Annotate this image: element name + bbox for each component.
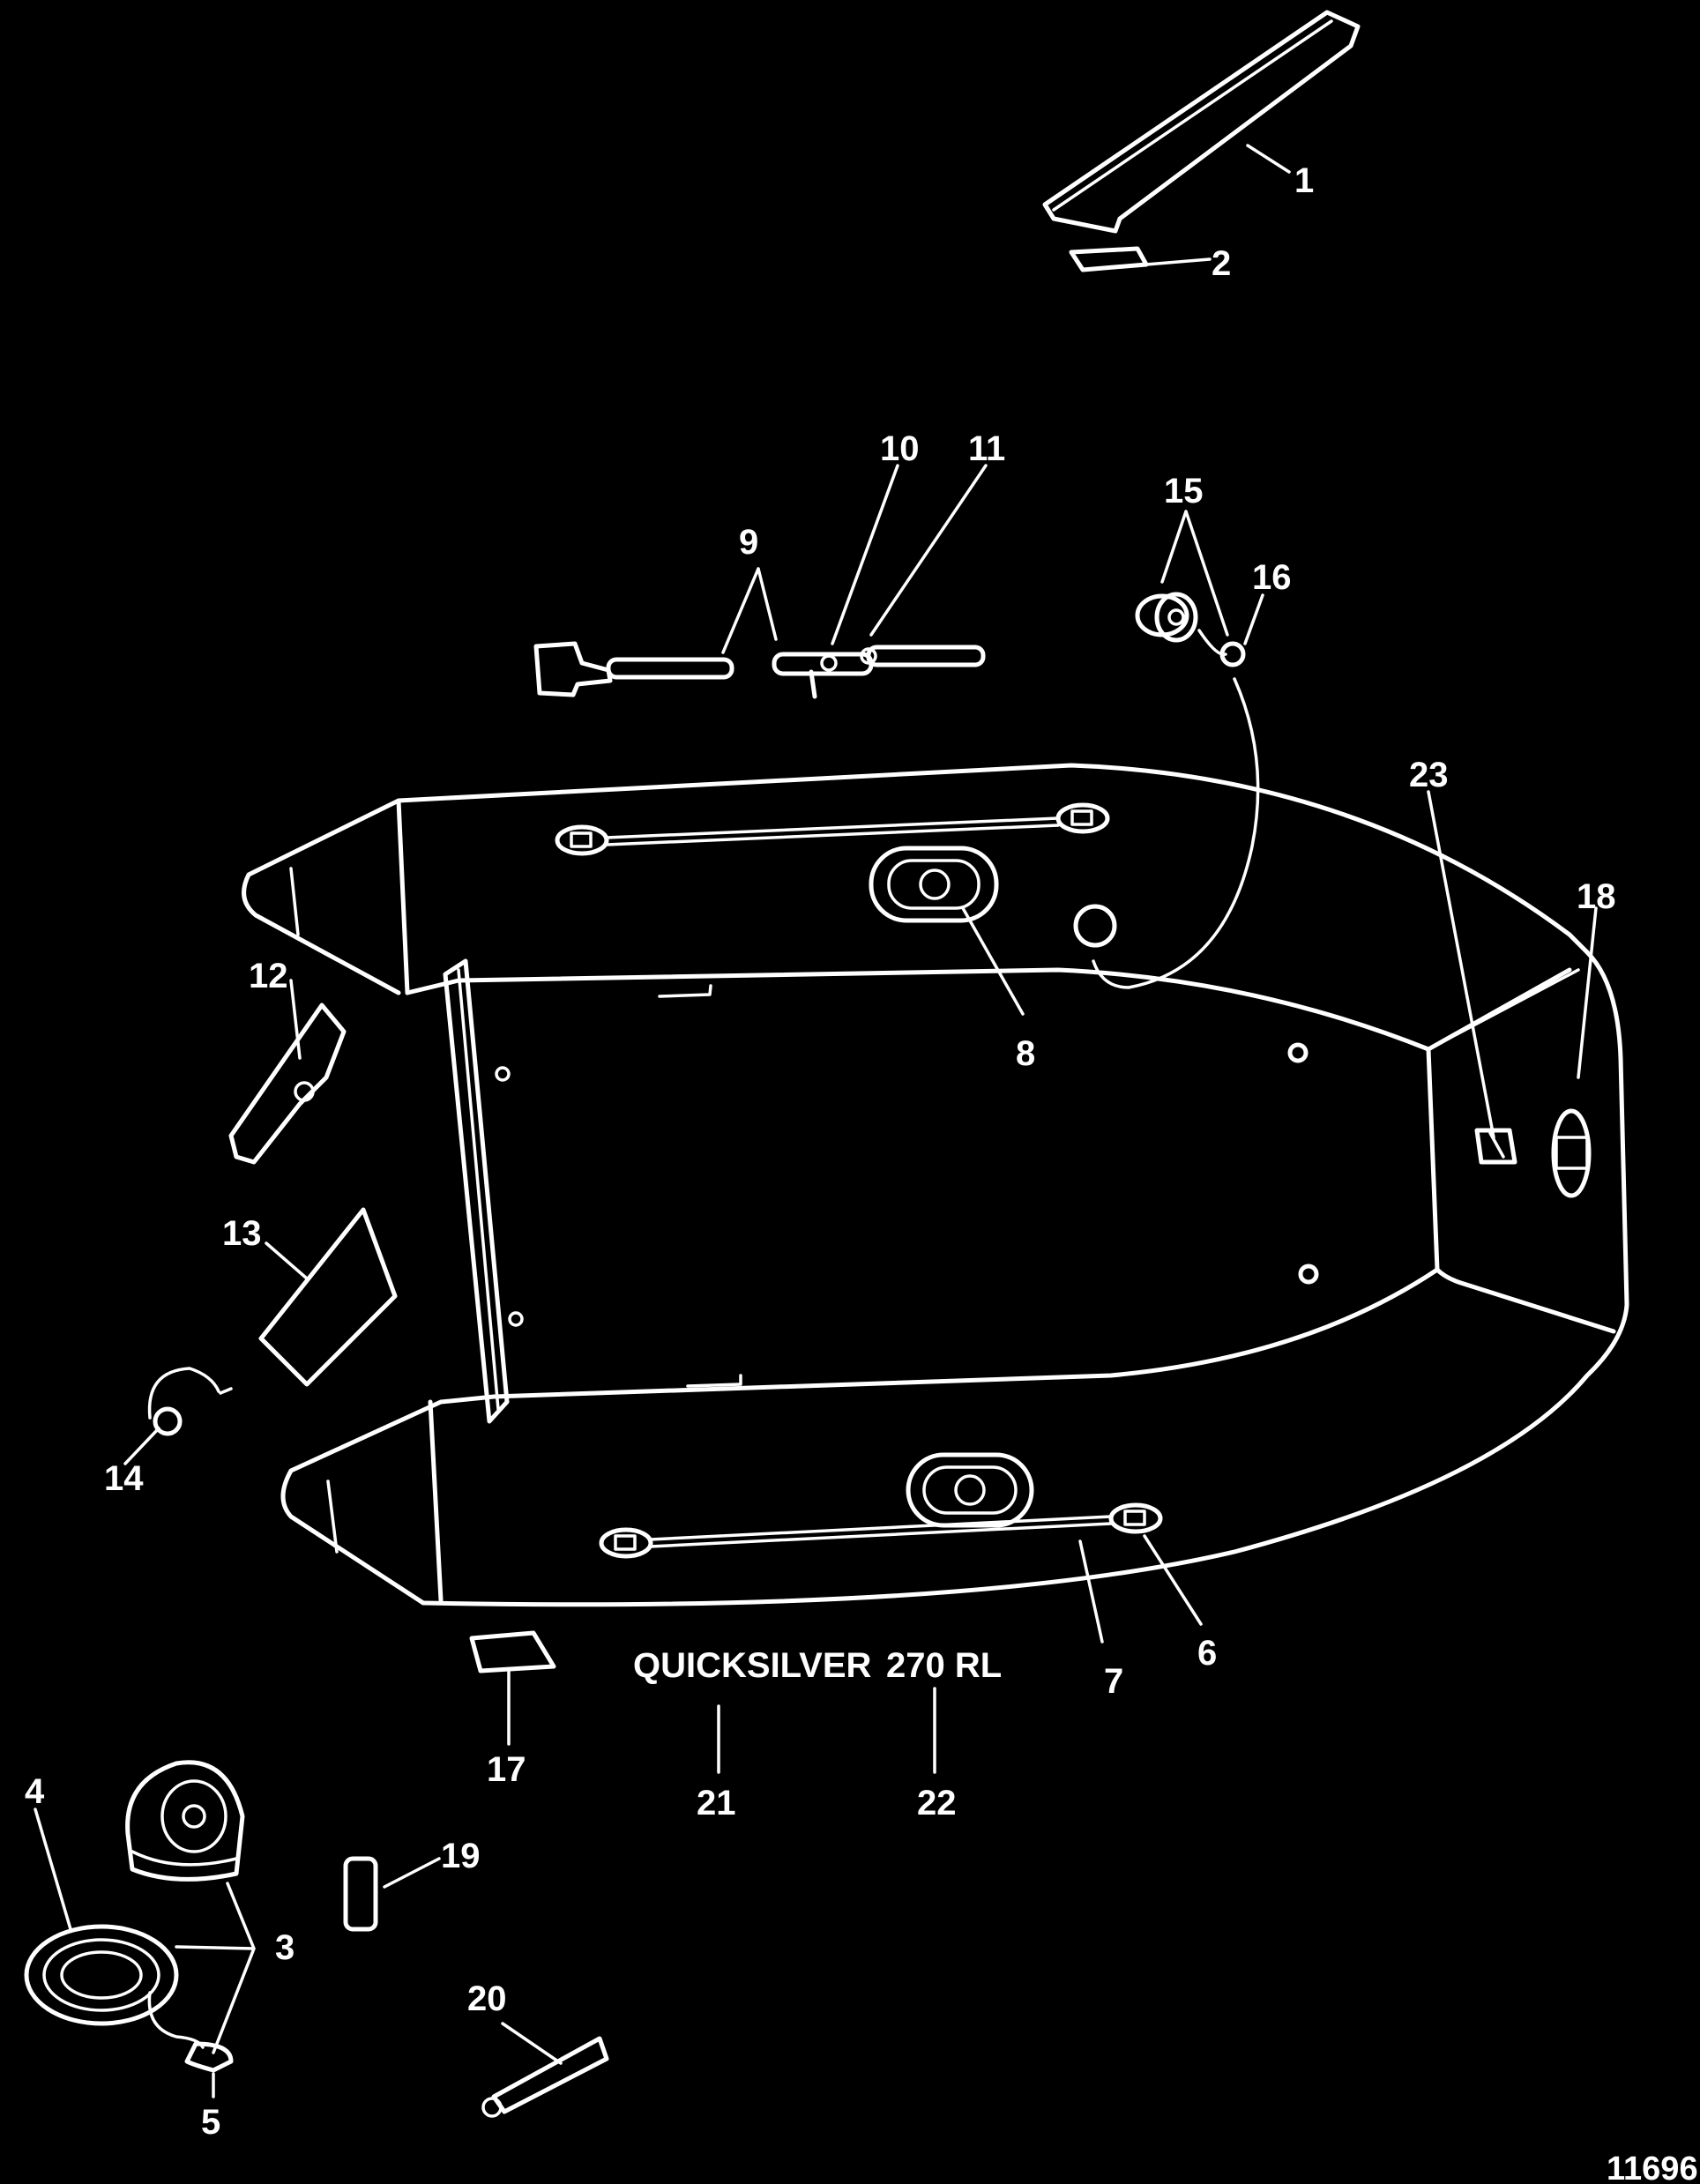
- oar-oarlock-pin: [809, 669, 817, 699]
- callout-13: 13: [222, 1214, 262, 1253]
- callout-23: 23: [1409, 756, 1449, 794]
- foot-pump: [125, 1760, 245, 1882]
- pump-hose: [24, 1924, 205, 2049]
- oar-shaft-left: [606, 657, 734, 680]
- callout-3: 3: [275, 1928, 295, 1967]
- hose-adapter: [184, 2041, 234, 2073]
- callout-6: 6: [1197, 1634, 1217, 1673]
- oar-shaft-right: [866, 645, 986, 667]
- seat-clip: [1069, 246, 1149, 272]
- repair-patch: [258, 1207, 398, 1387]
- callout-8: 8: [1016, 1034, 1035, 1073]
- callout-1: 1: [1294, 161, 1314, 200]
- callout-19: 19: [441, 1837, 481, 1875]
- callout-7: 7: [1104, 1662, 1123, 1701]
- inflation-valve: [1073, 592, 1260, 989]
- brand-decal-text: QUICKSILVER: [633, 1646, 872, 1685]
- callout-17: 17: [487, 1750, 526, 1789]
- bag: [228, 1003, 347, 1165]
- callout-21: 21: [697, 1784, 736, 1822]
- callout-16: 16: [1252, 558, 1292, 597]
- figure-number: 11696: [1607, 2150, 1698, 2184]
- callout-10: 10: [880, 429, 920, 468]
- oar-assembly: [533, 641, 986, 699]
- drain-plug: [147, 1367, 233, 1436]
- model-decal-text: 270 RL: [886, 1646, 1002, 1685]
- oar-blade: [533, 641, 613, 697]
- nameplate: [469, 1630, 556, 1673]
- callout-11: 11: [968, 429, 1005, 468]
- callout-18: 18: [1577, 877, 1616, 916]
- callout-14: 14: [104, 1459, 144, 1498]
- valve-adapter: [491, 2036, 609, 2114]
- callout-2: 2: [1212, 244, 1231, 283]
- callout-12: 12: [249, 957, 288, 995]
- callout-9: 9: [739, 523, 758, 562]
- callout-20: 20: [467, 1979, 507, 2018]
- seat-bench: [1042, 10, 1361, 234]
- leader-lines: [34, 144, 1598, 2098]
- callout-labels: 1 2 9 10 11 15 16 23 18 8 12 13 14 6 7 1…: [25, 161, 1616, 2142]
- valve-cord: [1092, 677, 1260, 989]
- callout-4: 4: [25, 1772, 45, 1811]
- callout-5: 5: [201, 2103, 220, 2142]
- callout-15: 15: [1164, 472, 1204, 511]
- inflatable-boat-hull: [242, 763, 1629, 1607]
- glue-tube: [343, 1856, 378, 1932]
- callout-22: 22: [917, 1784, 957, 1822]
